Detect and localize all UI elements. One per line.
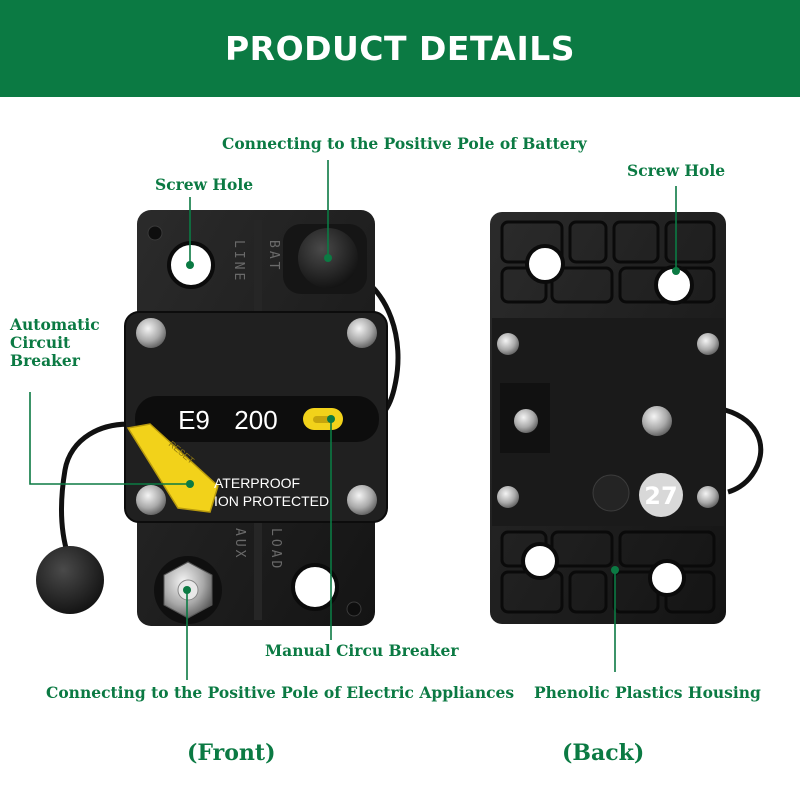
label-appliances-pole: Connecting to the Positive Pole of Elect… [46, 683, 515, 702]
engraving-aux: AUX [232, 528, 247, 560]
rating-plate [135, 396, 379, 442]
engraving-load: LOAD [268, 528, 283, 571]
label-automatic-breaker: Automatic Circuit Breaker [10, 316, 100, 369]
waterproof-text: ATERPROOF [214, 475, 300, 491]
recycle-mark [592, 474, 630, 512]
label-automatic-line3: Breaker [10, 350, 80, 370]
back-breaker: 27 [490, 212, 764, 624]
header-banner: PRODUCT DETAILS [0, 0, 800, 97]
label-automatic-line2: Circuit [10, 332, 71, 352]
engraving-line: LINE [231, 240, 246, 283]
label-front-screw-hole: Screw Hole [155, 175, 254, 194]
back-screw-hole-right [654, 265, 694, 305]
protected-text: ION PROTECTED [214, 493, 329, 509]
front-breaker [36, 210, 401, 626]
label-phenolic-housing: Phenolic Plastics Housing [534, 683, 761, 702]
caption-front: (Front) [187, 740, 276, 766]
label-back-screw-hole: Screw Hole [627, 161, 726, 180]
engraving-bat: BAT [266, 240, 281, 272]
amperage-rating: 200 [234, 405, 277, 435]
label-manual-breaker: Manual Circu Breaker [265, 641, 459, 660]
model-code: E9 [178, 405, 210, 435]
label-automatic-line1: Automatic [10, 315, 100, 334]
back-screw-hole-top [525, 244, 565, 284]
front-screw-hole-bottom [291, 563, 339, 611]
reset-lever [126, 423, 219, 513]
mold-number: 27 [644, 482, 677, 510]
caption-back: (Back) [562, 740, 645, 766]
label-battery-pole: Connecting to the Positive Pole of Batte… [222, 134, 587, 153]
mold-number-badge [639, 473, 683, 517]
leader-lines [29, 160, 680, 680]
dangling-terminal-cap [36, 546, 104, 614]
page-title: PRODUCT DETAILS [224, 29, 576, 68]
